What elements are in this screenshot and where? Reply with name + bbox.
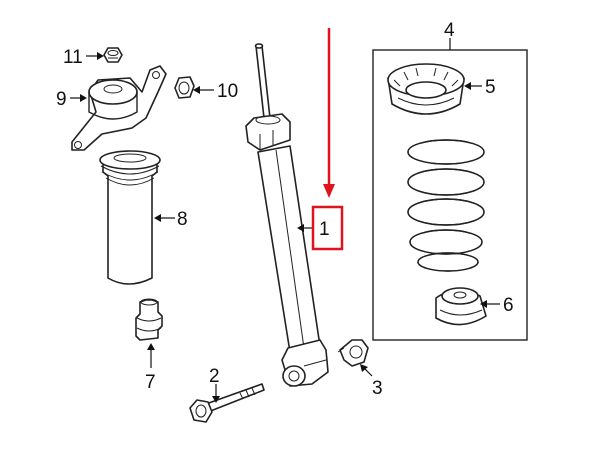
part-1-shock-absorber[interactable] — [245, 43, 329, 387]
part-7-bump-stop[interactable] — [135, 298, 163, 341]
callout-10[interactable]: 10 — [217, 81, 238, 102]
highlight-arrow — [323, 28, 335, 198]
callout-6[interactable]: 6 — [503, 295, 514, 316]
callout-4[interactable]: 4 — [444, 20, 455, 41]
callout-8[interactable]: 8 — [177, 209, 188, 230]
callout-2[interactable]: 2 — [209, 366, 220, 387]
part-9-upper-mount[interactable] — [71, 65, 167, 151]
callout-7[interactable]: 7 — [145, 372, 156, 393]
part-5-upper-spring-seat[interactable] — [387, 63, 465, 115]
part-10-nut[interactable] — [174, 76, 195, 99]
part-3-nut[interactable] — [337, 339, 369, 367]
callout-5[interactable]: 5 — [485, 77, 496, 98]
part-6-lower-spring-seat[interactable] — [435, 287, 487, 326]
callout-9[interactable]: 9 — [56, 89, 67, 110]
leader-lines — [70, 38, 500, 403]
part-2-bolt[interactable] — [189, 383, 265, 423]
callout-11[interactable]: 11 — [63, 47, 83, 68]
highlight-box-part-1[interactable] — [311, 205, 344, 251]
coil-spring — [407, 139, 485, 272]
callout-3[interactable]: 3 — [372, 378, 383, 399]
part-11-nut[interactable] — [103, 47, 123, 63]
part-8-dust-boot[interactable] — [99, 150, 161, 285]
callout-1[interactable]: 1 — [319, 219, 330, 240]
